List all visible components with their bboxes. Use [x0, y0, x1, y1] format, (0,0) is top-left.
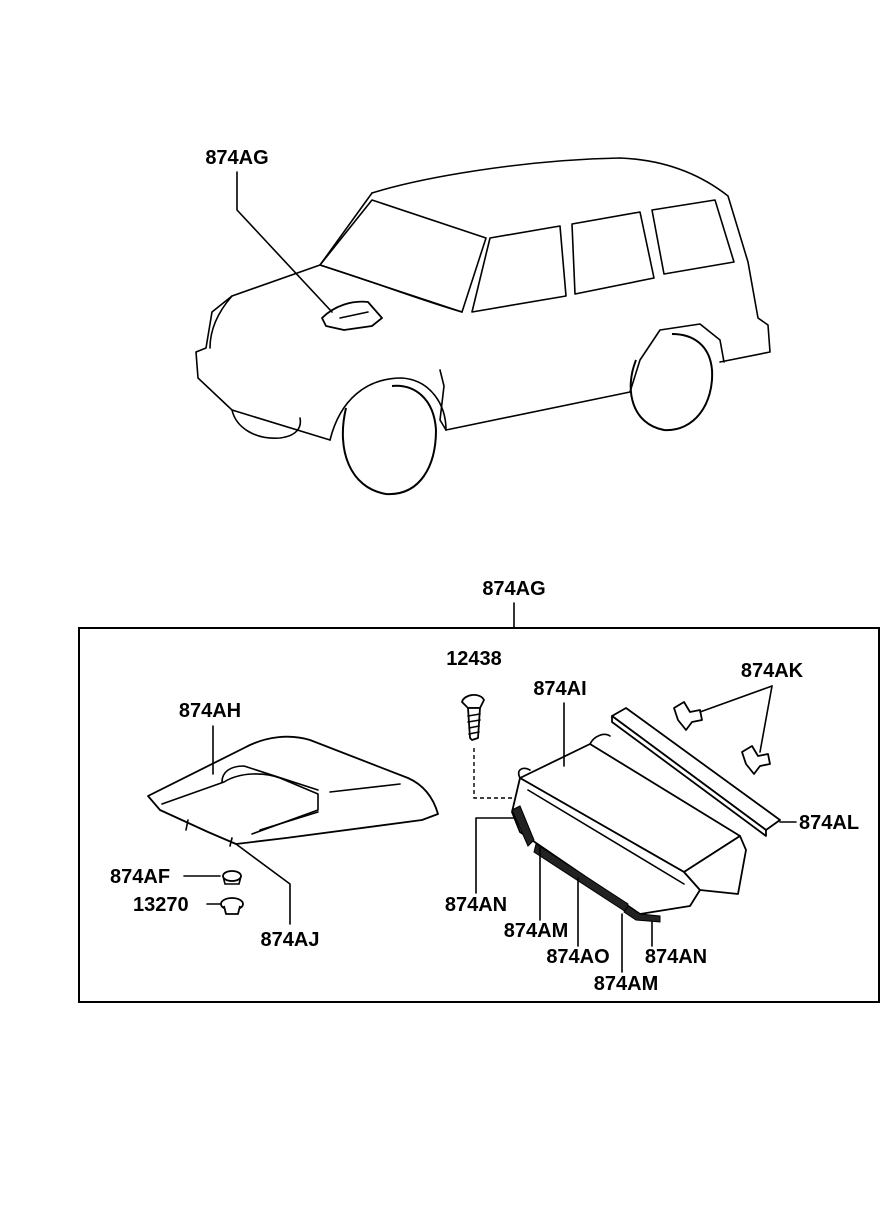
retainer-part-lower [741, 745, 771, 775]
hood-scoop-part [147, 735, 439, 847]
callout-label-seal-mid: 874AO [546, 946, 609, 968]
callout-label-seal-mid-left: 874AM [504, 920, 568, 942]
callout-label-insulator: 874AJ [261, 929, 320, 951]
leader-vehicle [236, 171, 333, 313]
assembly-frame [78, 627, 880, 1003]
callout-label-seal-right: 874AN [645, 946, 707, 968]
screw-part [461, 694, 485, 741]
callout-label-seal-left: 874AN [445, 894, 507, 916]
vehicle-illustration [195, 157, 771, 496]
leader-insulator [235, 843, 291, 925]
duct-part [511, 733, 747, 923]
leader-seal-left [475, 817, 515, 894]
leader-retainer-upper [699, 685, 773, 713]
callout-label-grommet: 13270 [133, 894, 189, 916]
callout-label-seal-bottom: 874AM [594, 973, 658, 995]
clip-part [222, 870, 242, 885]
leader-retainer-lower [759, 685, 773, 753]
callout-label-screw: 12438 [446, 648, 502, 670]
callout-label-vehicle: 874AG [205, 147, 268, 169]
grommet-part [220, 897, 244, 915]
strip-part [611, 707, 781, 837]
callout-label-duct: 874AI [533, 678, 586, 700]
retainer-part-upper [673, 701, 703, 731]
callout-label-retainer: 874AK [741, 660, 804, 682]
callout-label-strip: 874AL [799, 812, 859, 834]
callout-label-hood-scoop: 874AH [179, 700, 241, 722]
callout-label-assembly: 874AG [482, 578, 545, 600]
callout-label-clip: 874AF [110, 866, 170, 888]
